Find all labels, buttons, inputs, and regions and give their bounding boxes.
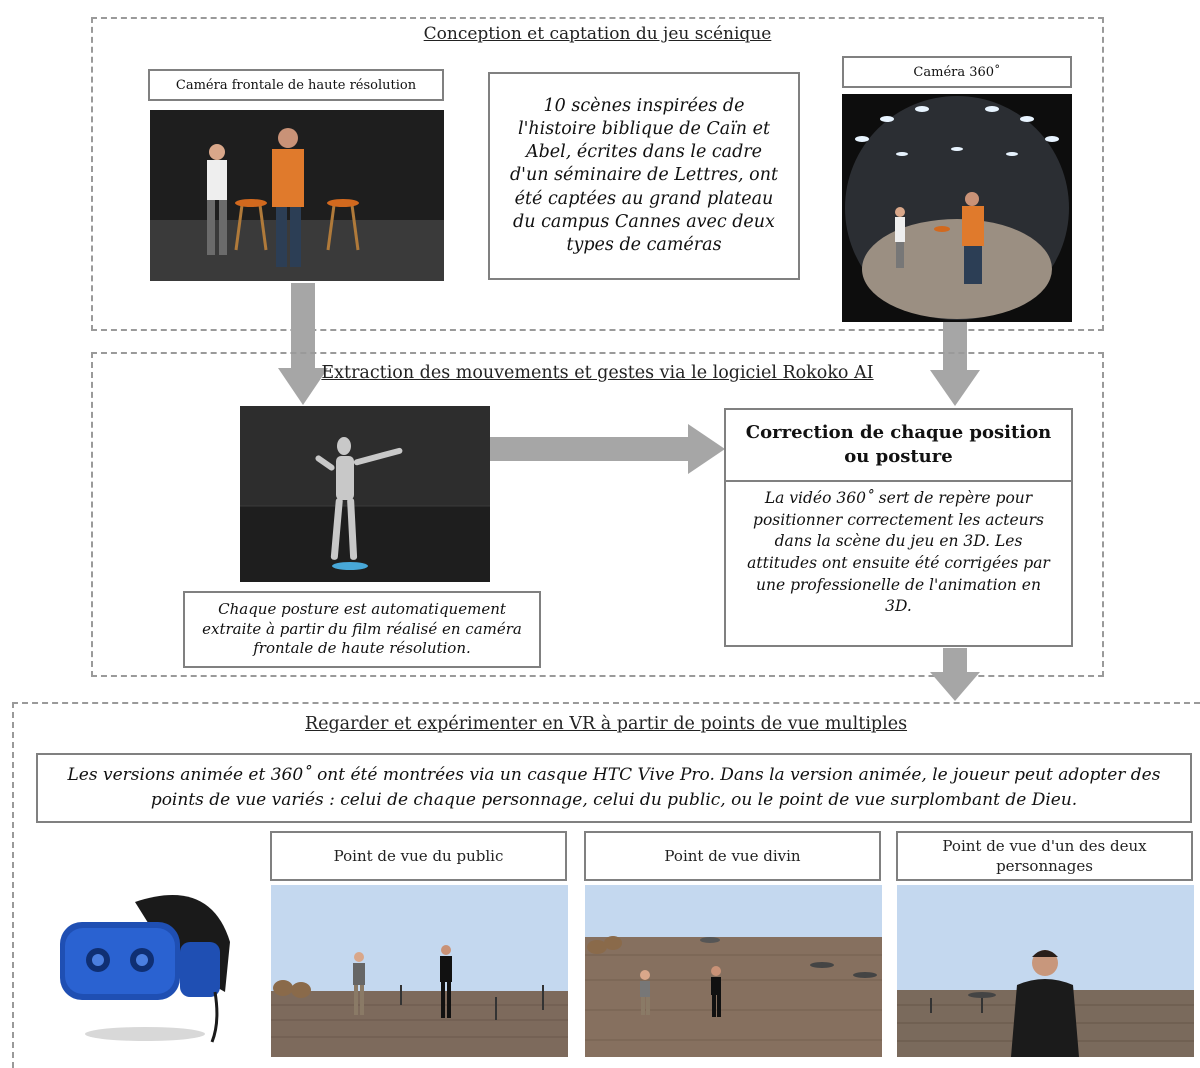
pov-divin-image <box>585 885 882 1057</box>
versions-text-box: Les versions animée et 360˚ ont été mont… <box>36 753 1192 823</box>
section-capture <box>91 17 1104 331</box>
arrow-frontal-to-extraction <box>278 283 328 405</box>
scenes-text: 10 scènes inspirées de l'histoire bibliq… <box>509 95 779 256</box>
section-vr <box>12 702 1200 1068</box>
correction-title: Correction de chaque position ou posture <box>726 410 1071 482</box>
correction-box: Correction de chaque position ou posture… <box>724 408 1073 647</box>
section-capture-title: Conception et captation du jeu scénique <box>423 24 772 44</box>
arrow-correction-to-vr <box>930 648 980 701</box>
section-vr-title: Regarder et expérimenter en VR à partir … <box>304 714 908 734</box>
correction-text: La vidéo 360˚ sert de repère pour positi… <box>747 489 1050 616</box>
posture-text: Chaque posture est automatiquement extra… <box>202 599 522 658</box>
posture-text-box: Chaque posture est automatiquement extra… <box>183 591 541 668</box>
arrow-360-to-correction <box>930 322 980 406</box>
scenes-text-box: 10 scènes inspirées de l'histoire bibliq… <box>488 72 800 280</box>
versions-text: Les versions animée et 360˚ ont été mont… <box>67 764 1161 811</box>
pov-divin-label: Point de vue divin <box>584 831 881 881</box>
rokoko-3d-figure <box>240 406 490 582</box>
vr-headset <box>40 872 250 1048</box>
frontal-camera-label: Caméra frontale de haute résolution <box>148 69 444 101</box>
pov-personnage-image <box>897 885 1194 1057</box>
camera-360-label: Caméra 360˚ <box>842 56 1072 88</box>
frontal-camera-photo <box>150 110 444 281</box>
pov-personnage-label: Point de vue d'un des deux personnages <box>896 831 1193 881</box>
section-extraction-title: Extraction des mouvements et gestes via … <box>321 363 874 383</box>
camera-360-photo <box>842 94 1072 322</box>
pov-public-image <box>271 885 568 1057</box>
pov-public-label: Point de vue du public <box>270 831 567 881</box>
section-extraction <box>91 352 1104 677</box>
arrow-extraction-to-correction <box>490 424 725 474</box>
